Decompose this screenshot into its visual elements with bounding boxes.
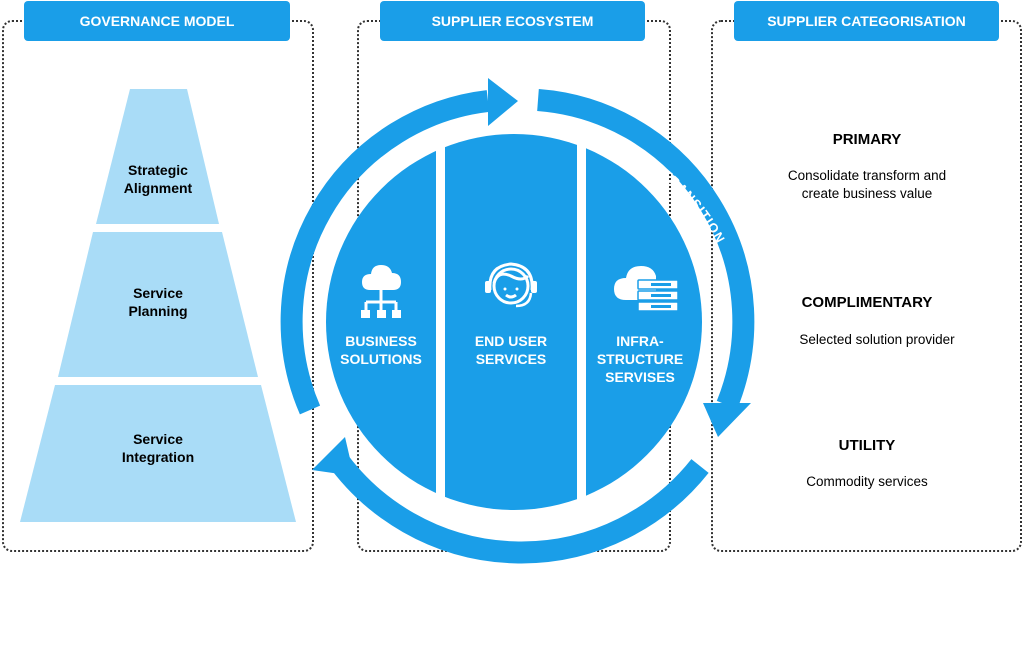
category-primary-desc-line1: Consolidate transform and [787, 168, 947, 183]
segment-infra-line1: INFRA- [616, 333, 664, 349]
service-delivery-label: SERVICE DELIVERY [450, 511, 591, 536]
level-integration-line1: Service [133, 431, 183, 447]
cloud-server-icon [614, 266, 679, 312]
governance-pyramid: Strategic Alignment Service Planning Ser… [20, 89, 296, 522]
ramp-down-arrowhead [488, 78, 518, 126]
categorisation-title: SUPPLIER CATEGORISATION [734, 1, 999, 41]
level-integration-line2: Integration [122, 449, 194, 465]
cycle-ring [280, 89, 755, 564]
pyramid-level-integration [20, 385, 296, 522]
segment-infra-line2: STRUCTURE [597, 351, 683, 367]
ecosystem-title: SUPPLIER ECOSYSTEM [380, 1, 645, 41]
segment-business-line2: SOLUTIONS [340, 351, 422, 367]
category-complimentary-desc: Selected solution provider [799, 332, 955, 347]
level-planning-line2: Planning [128, 303, 187, 319]
category-primary-desc-line2: create business value [801, 186, 933, 201]
category-complimentary-title: COMPLIMENTARY [801, 294, 933, 311]
transition-arrowhead [703, 403, 751, 437]
level-planning-line1: Service [133, 285, 183, 301]
segment-end-user-services [445, 134, 577, 510]
segment-infra-line3: SERVISES [605, 369, 675, 385]
category-utility-desc: Commodity services [806, 474, 928, 489]
service-delivery-arrowhead [312, 437, 354, 476]
cloud-network-icon [361, 265, 401, 318]
headset-user-icon [485, 262, 537, 308]
category-utility-title: UTILITY [838, 437, 896, 454]
segment-business-line1: BUSINESS [345, 333, 417, 349]
level-strategic-line1: Strategic [128, 162, 188, 178]
segment-enduser-line2: SERVICES [476, 351, 547, 367]
service-delivery-arrow [326, 449, 709, 564]
transition-arrow [537, 89, 755, 410]
ramp-down-arrow [280, 90, 490, 415]
pyramid-level-strategic [96, 89, 219, 224]
level-strategic-line2: Alignment [124, 180, 193, 196]
pyramid-level-planning [58, 232, 258, 377]
category-primary-title: PRIMARY [832, 131, 902, 148]
governance-title: GOVERNANCE MODEL [24, 1, 290, 41]
segment-enduser-line1: END USER [475, 333, 547, 349]
